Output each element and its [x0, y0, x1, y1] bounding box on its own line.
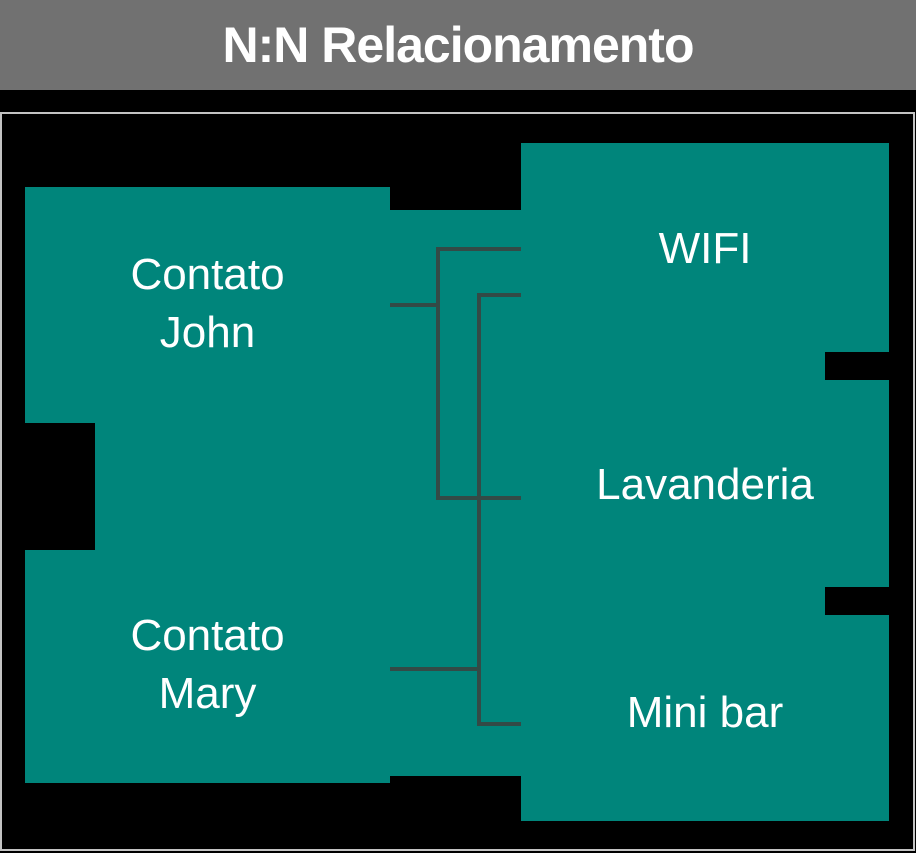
services-box-group: [521, 143, 889, 821]
contato-john-label: Contato John: [25, 246, 390, 362]
lavanderia-label-text: Lavanderia: [596, 460, 814, 509]
lavanderia-label: Lavanderia: [521, 455, 889, 515]
services-gap-lavanderia-minibar: [825, 587, 889, 615]
contato-john-label-line1: Contato: [130, 250, 285, 299]
contato-mary-label-line2: Mary: [158, 669, 257, 718]
contato-mary-box: [25, 550, 390, 783]
wifi-label: WIFI: [521, 219, 889, 279]
connector-john-vertical: [436, 247, 440, 500]
services-gap-wifi-lavanderia: [825, 352, 889, 380]
contato-john-label-line2: John: [159, 308, 256, 357]
slide-title: N:N Relacionamento: [222, 17, 695, 73]
connector-mary-vertical: [477, 293, 481, 726]
wifi-label-text: WIFI: [658, 224, 752, 273]
minibar-label: Mini bar: [521, 683, 889, 743]
contato-john-box: [25, 187, 390, 423]
title-bar: N:N Relacionamento: [0, 0, 916, 90]
connector-mary-stub: [390, 667, 481, 671]
connector-mary-minibar-stub: [477, 722, 521, 726]
contato-mary-label: Contato Mary: [25, 607, 390, 723]
minibar-label-text: Mini bar: [626, 688, 784, 737]
contato-mary-label-line1: Contato: [130, 611, 285, 660]
connector-john-stub: [390, 303, 440, 307]
connector-john-wifi-stub: [438, 247, 521, 251]
connector-mary-wifi-stub: [477, 293, 521, 297]
